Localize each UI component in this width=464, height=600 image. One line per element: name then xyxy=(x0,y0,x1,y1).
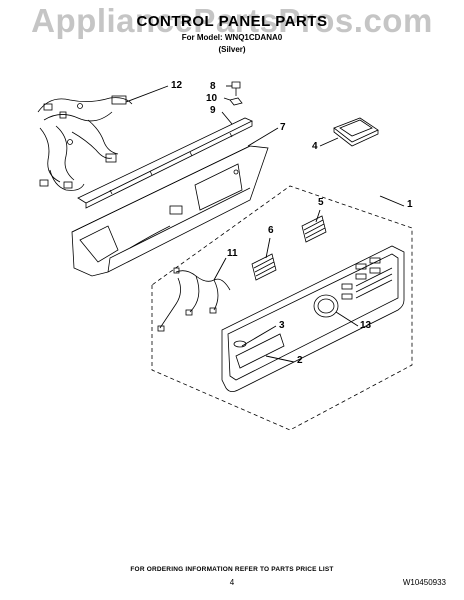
wire-harness-part xyxy=(37,95,133,191)
assembly-enclosure xyxy=(151,185,413,431)
keypad-5-part xyxy=(301,215,327,243)
console-housing-part xyxy=(71,145,269,277)
model-line: For Model: WNQ1CDANA0 xyxy=(181,33,283,42)
callout-2: 2 xyxy=(297,355,303,366)
callout-1: 1 xyxy=(407,199,413,210)
callout-7: 7 xyxy=(280,122,286,133)
callout-9: 9 xyxy=(210,105,216,116)
callout-11: 11 xyxy=(227,248,238,259)
cap-part xyxy=(333,117,379,147)
wiring-part xyxy=(157,267,231,332)
callout-3: 3 xyxy=(279,320,285,331)
screw-part xyxy=(231,81,241,96)
bracket-part xyxy=(77,117,253,209)
callout-12: 12 xyxy=(171,80,183,91)
page-number: 4 xyxy=(229,578,235,587)
callout-10: 10 xyxy=(206,93,218,104)
page-title: CONTROL PANEL PARTS xyxy=(136,13,328,30)
callout-8: 8 xyxy=(210,81,216,92)
callout-6: 6 xyxy=(268,225,274,236)
watermark-logo: AppliancePartsPros.com xyxy=(31,2,433,39)
callout-4: 4 xyxy=(312,141,318,152)
clip-part xyxy=(229,97,243,106)
callout-13: 13 xyxy=(360,320,372,331)
control-panel-part xyxy=(221,245,405,392)
finish-line: (Silver) xyxy=(218,45,246,54)
keypad-6-part xyxy=(251,253,277,281)
ordering-note: FOR ORDERING INFORMATION REFER TO PARTS … xyxy=(130,566,334,573)
callout-5: 5 xyxy=(318,197,324,208)
document-code: W10450933 xyxy=(402,578,446,587)
leader-lines xyxy=(125,85,405,363)
